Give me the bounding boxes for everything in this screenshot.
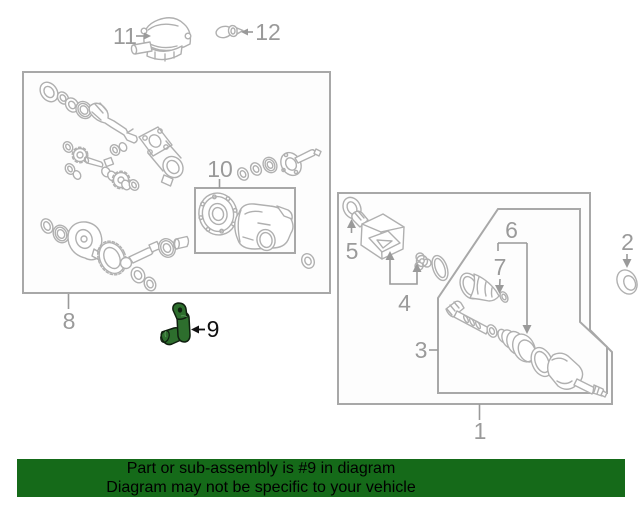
callout-4-bracket [389, 255, 418, 285]
callout-12-arrowhead [241, 28, 248, 36]
highlight-banner: Part or sub-assembly is #9 in diagram Di… [17, 459, 625, 497]
callout-8-label: 8 [63, 308, 76, 334]
callout-2-label: 2 [621, 229, 634, 255]
inner-axle-box [437, 208, 608, 394]
pinion-shaft-drawing [88, 102, 138, 144]
callout-9-arrowhead [191, 325, 199, 334]
callout-6-label: 6 [505, 217, 518, 243]
callout-5-arrowhead [347, 219, 356, 228]
small-bearing-drawing [301, 253, 315, 269]
axle-shaft-drawing [445, 300, 608, 398]
part-4-inner-joint-drawing [351, 210, 432, 271]
callout-12-label: 12 [255, 19, 281, 45]
flange-ring-stack-drawing [236, 156, 278, 181]
boot-band-drawing [431, 254, 449, 282]
banner-text: Part or sub-assembly is #9 in diagram Di… [17, 459, 505, 497]
carrier-tube-drawing [138, 126, 184, 187]
inner-boot-drawing [459, 272, 509, 303]
companion-flange-drawing [280, 148, 322, 177]
spider-gear-kit-drawing [62, 141, 140, 191]
callout-9-label: 9 [207, 316, 220, 342]
banner-line1: Part or sub-assembly is #9 in diagram [126, 460, 396, 477]
diff-carrier-housing-drawing [234, 203, 294, 252]
part-9-speed-sensor-drawing [160, 302, 191, 346]
part-2-seal-drawing [616, 269, 638, 295]
differential-case-drawing [40, 218, 190, 292]
callout-4-arrowhead-left [385, 251, 395, 260]
callout-11-arrowhead [144, 32, 151, 40]
callout-4-label: 4 [398, 290, 411, 316]
part-11-breather-plug-drawing [130, 17, 192, 62]
callout-11-label: 11 [113, 23, 137, 49]
callout-2-arrowhead [622, 259, 632, 268]
callout-5-label: 5 [346, 238, 359, 264]
carrier-gasket-drawing [198, 192, 238, 236]
callout-4-arrowhead-right [412, 263, 422, 272]
callout-6-bracket [497, 242, 528, 329]
part-12-fitting-drawing [215, 24, 244, 39]
callout-3-label: 3 [415, 337, 428, 363]
callout-7-arrowhead [495, 285, 504, 294]
banner-line2: Diagram may not be specific to your vehi… [106, 479, 416, 496]
callout-1-label: 1 [474, 418, 487, 444]
callout-10-label: 10 [207, 156, 233, 182]
pinion-bearing-stack-drawing [39, 81, 93, 120]
callout-7-label: 7 [494, 254, 507, 280]
callout-6-arrowhead [522, 325, 532, 334]
